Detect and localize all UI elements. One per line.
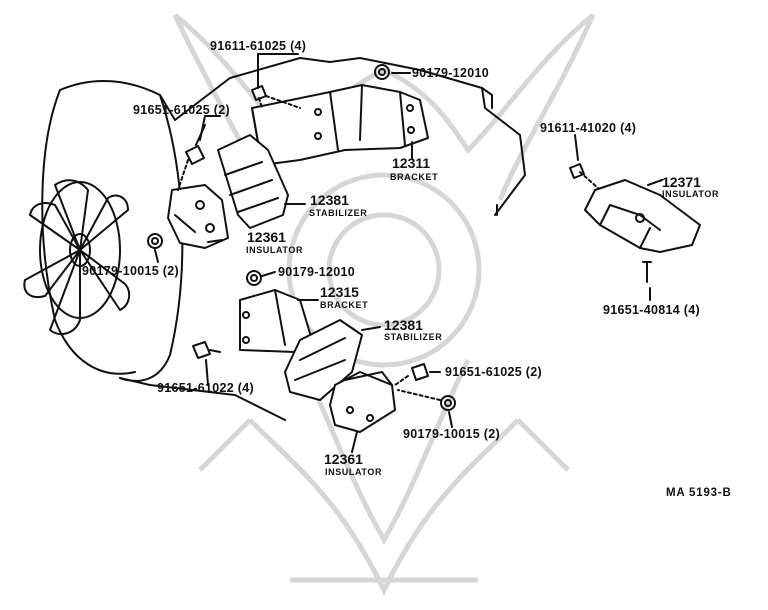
figure-code: MA 5193-B — [666, 487, 732, 499]
component-name-insulator-upper: INSULATOR — [246, 245, 304, 255]
component-number-12371: 12371 — [662, 174, 701, 190]
quantity: (2) — [525, 365, 542, 379]
nut-90179-10015-upper — [147, 233, 163, 249]
label-91651-61022: 91651-61022 (4) — [157, 382, 254, 395]
stabilizer-12381-upper — [217, 134, 289, 229]
component-name-insulator-lower: INSULATOR — [325, 467, 383, 477]
part-number: 90179-12010 — [412, 66, 489, 80]
part-number: 90179-12010 — [278, 265, 355, 279]
quantity: (4) — [620, 121, 637, 135]
component-number-12315: 12315 — [320, 284, 359, 300]
component-name-insulator-right: INSULATOR — [662, 189, 720, 199]
component-name-bracket-upper: BRACKET — [390, 172, 439, 182]
label-91611-41020: 91611-41020 (4) — [540, 122, 636, 135]
insulator-12361-lower — [329, 371, 396, 433]
component-number-12311: 12311 — [392, 155, 431, 171]
part-number: 90179-10015 — [403, 427, 480, 441]
nut-90179-12010-upper — [374, 64, 390, 80]
nut-90179-10015-lower — [397, 389, 456, 411]
label-91651-61025-lower: 91651-61025 (2) — [445, 366, 542, 379]
label-91651-40814: 91651-40814 (4) — [603, 304, 700, 317]
part-number: 91611-41020 — [540, 121, 617, 135]
part-number: 91651-61022 — [157, 381, 234, 395]
bolt-91651-61025-lower — [394, 363, 429, 386]
component-number-12381-lower: 12381 — [384, 317, 423, 333]
label-91651-61025-upper: 91651-61025 (2) — [133, 104, 230, 117]
quantity: (2) — [162, 264, 179, 278]
part-number: 91611-61025 — [210, 39, 287, 53]
nut-90179-12010-middle — [246, 270, 262, 286]
quantity: (4) — [683, 303, 700, 317]
bolt-91651-61022 — [192, 341, 221, 359]
part-number: 91651-61025 — [133, 103, 210, 117]
cooling-fan — [23, 179, 131, 336]
quantity: (4) — [237, 381, 254, 395]
component-number-12361-upper: 12361 — [247, 229, 286, 245]
part-number: 91651-61025 — [445, 365, 522, 379]
stud-91651-40814 — [642, 261, 652, 283]
quantity: (4) — [290, 39, 307, 53]
label-90179-12010-middle: 90179-12010 — [278, 266, 355, 279]
component-number-12381-upper: 12381 — [310, 192, 349, 208]
component-number-12361-lower: 12361 — [324, 451, 363, 467]
bracket-12311 — [251, 84, 429, 166]
part-number: 90179-10015 — [82, 264, 159, 278]
label-90179-10015-upper: 90179-10015 (2) — [82, 265, 179, 278]
component-name-stabilizer-upper: STABILIZER — [309, 208, 368, 218]
quantity: (2) — [483, 427, 500, 441]
part-number: 91651-40814 — [603, 303, 680, 317]
label-90179-12010-upper: 90179-12010 — [412, 67, 489, 80]
insulator-12371 — [584, 179, 701, 253]
component-name-bracket-middle: BRACKET — [320, 300, 369, 310]
component-name-stabilizer-lower: STABILIZER — [384, 332, 443, 342]
quantity: (2) — [213, 103, 230, 117]
bolt-91611-41020 — [569, 163, 599, 189]
insulator-12361-upper — [167, 184, 229, 249]
label-90179-10015-lower: 90179-10015 (2) — [403, 428, 500, 441]
label-91611-61025: 91611-61025 (4) — [210, 40, 306, 53]
